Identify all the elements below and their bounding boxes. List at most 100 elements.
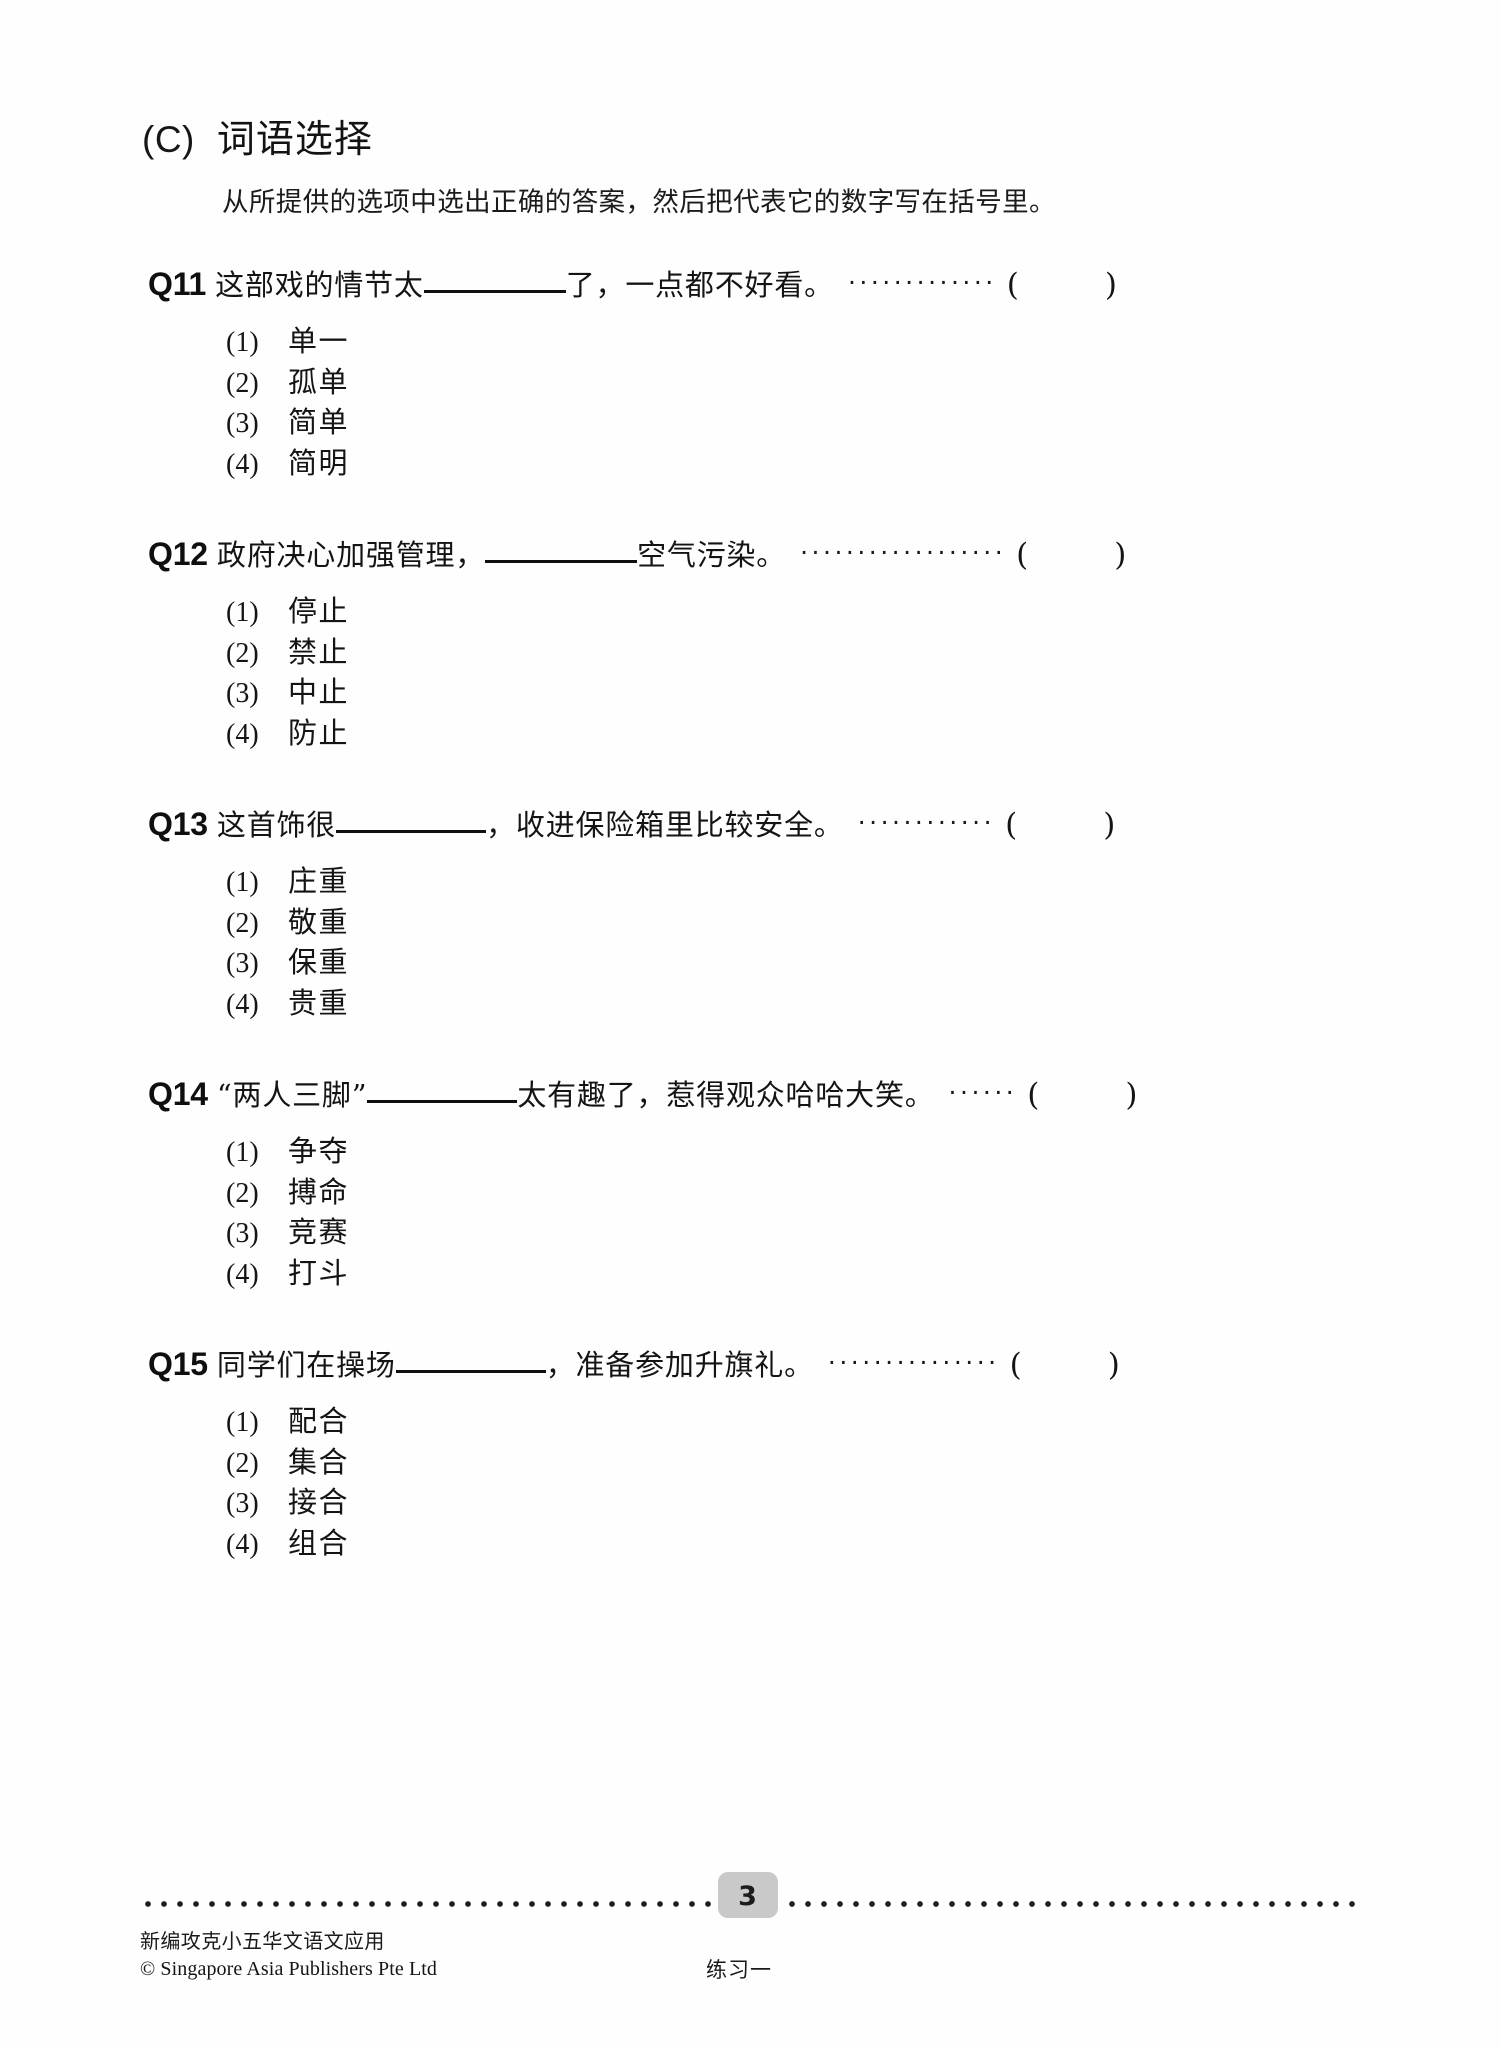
option-text: 搏命 [288,1174,350,1209]
option-item[interactable]: (2) 敬重 [226,899,1500,940]
answer-blank[interactable] [367,1100,518,1103]
answer-bracket-open: ( [1027,1077,1040,1113]
option-text: 接合 [288,1485,350,1519]
question-text-after-blank: ，准备参加升旗礼。 [545,1348,814,1382]
option-item[interactable]: (4)贵重 [226,980,1500,1021]
option-text: 禁止 [288,634,350,669]
option-list: (1) 庄重 (2) 敬重 (3) 保重(4)贵重 [0,858,1500,1020]
leader-dots: ······ [948,1078,1018,1107]
option-number: (3) [226,948,259,979]
answer-bracket-open: ( [1009,1347,1022,1383]
question-number: Q13 [148,806,208,842]
section-instruction: 从所提供的选项中选出正确的答案，然后把代表它的数字写在括号里。 [222,187,1056,218]
section-title: 词语选择 [216,117,373,161]
option-list: (1) 停止 (2) 禁止 (3) 中止(4)防止 [0,588,1500,750]
leader-dots: ·················· [800,538,1007,567]
option-text: 防止 [288,715,350,750]
page-footer: 3 新编攻克小五华文语文应用 © Singapore Asia Publishe… [0,1871,1500,2049]
option-number: (2) [226,637,259,669]
option-number: (2) [226,367,259,399]
answer-blank[interactable] [485,560,638,563]
option-item[interactable]: (2) 禁止 [226,629,1500,670]
option-item[interactable]: (3) 接合 [226,1479,1500,1520]
option-text: 保重 [288,945,350,979]
option-number: (3) [226,408,259,439]
option-text: 配合 [288,1404,350,1438]
option-number: (1) [226,1137,259,1168]
option-number: (3) [226,1488,259,1519]
option-number: (3) [226,678,259,709]
answer-bracket-close: ) [1103,807,1116,843]
question-text-after-blank: ，收进保险箱里比较安全。 [486,808,844,842]
question-block: Q14“两人三脚”太有趣了，惹得观众哈哈大笑。······()(1)争夺(2)搏… [0,1072,1500,1290]
answer-bracket-open: ( [1006,267,1019,303]
option-number: (2) [226,907,259,939]
copyright-notice: © Singapore Asia Publishers Pte Ltd [140,1958,438,1981]
option-item[interactable]: (4)防止 [226,710,1500,751]
option-item[interactable]: (3)竞赛 [226,1209,1500,1250]
option-text: 孤单 [288,364,350,399]
option-text: 停止 [288,594,350,628]
page-number: 3 [738,1881,757,1912]
option-item[interactable]: (3) 中止 [226,669,1500,710]
option-text: 敬重 [288,904,350,939]
page-number-badge: 3 [717,1871,778,1918]
question-number: Q11 [148,266,207,302]
option-number: (2) [226,1177,259,1209]
option-item[interactable]: (2)集合 [226,1439,1500,1480]
question-text-after-blank: 空气污染。 [637,538,787,572]
option-item[interactable]: (1) 争夺 [226,1128,1500,1169]
option-item[interactable]: (4)打斗 [226,1250,1500,1291]
section-header: (C) 词语选择 [142,108,373,163]
question-text-before-blank: 政府决心加强管理， [216,538,486,572]
option-text: 集合 [288,1444,350,1479]
question-stem: Q14“两人三脚”太有趣了，惹得观众哈哈大笑。······() [0,1072,1500,1114]
footer-credits: 新编攻克小五华文语文应用 © Singapore Asia Publishers… [140,1927,437,1984]
option-item[interactable]: (1)单一 [226,318,1500,359]
answer-bracket-open: ( [1016,537,1029,573]
exercise-label: 练习一 [706,1958,772,1982]
option-item[interactable]: (3) 简单 [226,399,1500,440]
option-item[interactable]: (1) 庄重 [226,858,1500,899]
answer-blank[interactable] [395,1370,546,1373]
option-item[interactable]: (2) 孤单 [226,359,1500,400]
option-number: (4) [226,1258,259,1290]
answer-bracket-close: ) [1107,1347,1120,1383]
option-text: 争夺 [288,1134,350,1168]
option-item[interactable]: (4)组合 [226,1520,1500,1561]
option-number: (1) [226,597,259,628]
footer-divider: 3 [140,1871,1355,1918]
option-item[interactable]: (4)简明 [226,440,1500,481]
option-text: 中止 [288,675,350,709]
option-text: 竞赛 [288,1215,350,1249]
dotted-rule-right [783,1899,1355,1908]
option-text: 庄重 [288,864,350,898]
question-text-before-blank: 这首饰很 [216,808,337,842]
option-text: 贵重 [288,985,350,1020]
answer-bracket-close: ) [1114,537,1127,573]
question-text-after-blank: 了，一点都不好看。 [565,268,834,302]
question-number: Q12 [148,536,208,572]
option-item[interactable]: (3) 保重 [226,939,1500,980]
answer-blank[interactable] [423,290,566,293]
leader-dots: ············· [847,268,997,297]
option-item[interactable]: (1) 停止 [226,588,1500,629]
option-number: (4) [226,448,259,480]
question-number: Q15 [148,1346,208,1382]
question-text-before-blank: 同学们在操场 [216,1348,396,1382]
option-list: (1)单一 (2) 孤单 (3) 简单(4)简明 [0,318,1500,480]
option-number: (1) [226,867,259,898]
option-item[interactable]: (2) 搏命 [226,1169,1500,1210]
option-text: 简单 [288,405,350,439]
option-item[interactable]: (1)配合 [226,1398,1500,1439]
answer-bracket-open: ( [1005,807,1018,843]
answer-blank[interactable] [336,830,487,833]
question-number: Q14 [148,1076,208,1112]
